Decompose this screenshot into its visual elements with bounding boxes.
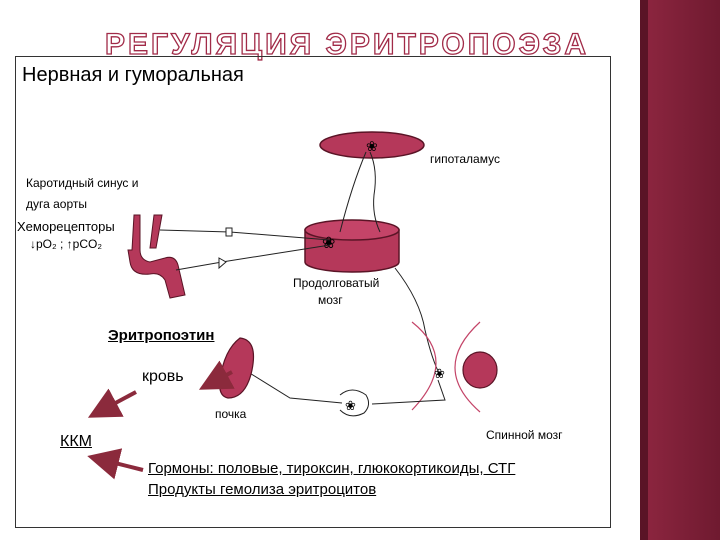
sidebar-decoration xyxy=(640,0,720,540)
arrow-blood-kkm xyxy=(87,388,137,418)
label-erythropoietin: Эритропоэтин xyxy=(108,327,215,344)
medulla-shape xyxy=(304,229,400,273)
arrow-kidney-blood xyxy=(198,360,235,390)
nerve-hypothalamus-medulla xyxy=(369,151,381,233)
label-spinal-cord: Спинной мозг xyxy=(486,428,563,442)
label-hypothalamus: гипоталамус xyxy=(430,152,500,166)
label-blood: кровь xyxy=(142,368,184,385)
carotid-artery-shape xyxy=(127,214,186,299)
label-medulla-line1: Продолговатый xyxy=(293,276,380,290)
medulla-top xyxy=(304,219,400,241)
label-hormones: Гормоны: половые, тироксин, глюкокортико… xyxy=(148,458,515,500)
slide-title: РЕГУЛЯЦИЯ ЭРИТРОПОЭЗА xyxy=(104,27,590,61)
label-carotid-line2: дуга аорты xyxy=(26,197,88,211)
label-hormones-line2: Продукты гемолиза эритроцитов xyxy=(148,481,377,498)
label-chemoreceptors: Хеморецепторы xyxy=(17,219,115,234)
spinal-cord-left-arc xyxy=(411,321,437,411)
synapse-marker-1 xyxy=(225,227,233,237)
nerve-hypothalamus-medulla-2 xyxy=(339,151,367,233)
sidebar-stripe xyxy=(640,0,648,540)
arrow-hormones-kkm xyxy=(87,448,144,480)
heading: Нервная и гуморальная xyxy=(22,64,244,86)
carotid-branch-shape xyxy=(149,214,163,249)
label-gases: ↓pO₂ ; ↑pCO₂ xyxy=(30,237,102,251)
spinal-neuron-icon: ❀ xyxy=(434,366,445,381)
spinal-cord-right-arc xyxy=(454,321,481,413)
nerve-ganglion-kidney xyxy=(247,371,343,404)
hypothalamus-neuron-icon: ❀ xyxy=(366,138,378,154)
synapse-marker-2 xyxy=(218,257,227,270)
label-hormones-line1: Гормоны: половые, тироксин, глюкокортико… xyxy=(148,460,516,477)
medulla-neuron-icon: ❀ xyxy=(322,235,335,252)
kidney-shape xyxy=(219,337,255,399)
label-kkm: ККМ xyxy=(60,433,92,450)
ganglion-neuron-icon: ❀ xyxy=(345,398,356,413)
label-carotid-line1: Каротидный синус и xyxy=(26,176,139,190)
label-kidney: почка xyxy=(215,407,247,421)
nerve-spinal-ganglion xyxy=(371,379,446,405)
nerve-medulla-spinal xyxy=(394,267,441,376)
spinal-cord-shape xyxy=(462,351,498,389)
label-medulla-line2: мозг xyxy=(318,293,343,307)
diagram-frame xyxy=(15,56,611,528)
ganglion-shape xyxy=(339,389,370,417)
